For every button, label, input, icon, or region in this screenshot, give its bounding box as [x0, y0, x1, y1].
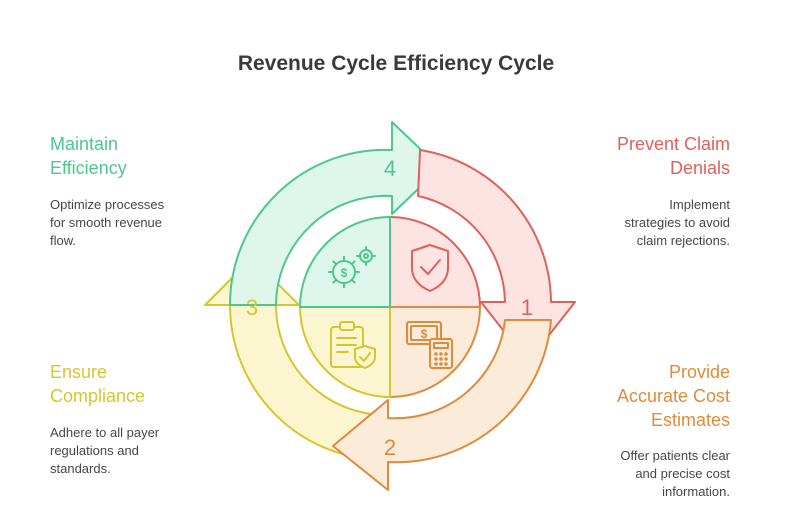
- step-1-heading-line: Prevent Claim: [616, 134, 730, 154]
- step-4-number: 4: [384, 156, 396, 181]
- step-1-description-line: strategies to avoid: [624, 215, 730, 230]
- step-4-heading-line: Efficiency: [50, 158, 127, 178]
- step-4-description-line: flow.: [50, 233, 77, 248]
- svg-text:$: $: [421, 327, 428, 341]
- step-3-heading: Ensure Compliance: [50, 360, 145, 408]
- step-4-description: Optimize processes for smooth revenue fl…: [50, 196, 164, 250]
- step-2-description-line: information.: [662, 484, 730, 499]
- arrow-2: [332, 319, 552, 491]
- step-2-description-line: Offer patients clear: [620, 448, 730, 463]
- step-2-heading-line: Accurate Cost: [616, 386, 730, 406]
- svg-text:$: $: [341, 266, 348, 280]
- step-2-description-line: and precise cost: [635, 466, 730, 481]
- gears-icon: $: [328, 246, 376, 288]
- step-2-heading: Provide Accurate Cost Estimates: [617, 360, 730, 432]
- ring-arrows: [204, 121, 576, 491]
- shield-check-icon: [411, 244, 449, 292]
- arrow-3: [204, 257, 389, 462]
- step-3-heading-line: Compliance: [50, 386, 146, 406]
- step-4-heading: Maintain Efficiency: [50, 132, 127, 180]
- step-3-heading-line: Ensure: [50, 362, 108, 382]
- page-title: Revenue Cycle Efficiency Cycle: [237, 52, 555, 75]
- step-1-description: Implement strategies to avoid claim reje…: [624, 196, 730, 250]
- step-4-description-line: for smooth revenue: [50, 215, 163, 230]
- step-2-heading-line: Estimates: [650, 410, 730, 430]
- step-2-number: 2: [384, 435, 396, 460]
- step-1-description-line: Implement: [669, 197, 730, 212]
- step-2-heading-line: Provide: [668, 362, 730, 382]
- inner-quadrant-1: [389, 215, 482, 308]
- step-4-heading-line: Maintain: [50, 134, 119, 154]
- step-3-description-line: standards.: [50, 461, 111, 476]
- money-calculator-icon: $: [406, 321, 453, 369]
- arrow-1: [417, 149, 576, 363]
- inner-quadrants: [298, 215, 482, 399]
- step-1-number: 1: [521, 295, 533, 320]
- step-1-heading-line: Denials: [669, 158, 730, 178]
- clipboard-shield-icon: [330, 321, 376, 369]
- step-3-description: Adhere to all payer regulations and stan…: [50, 424, 159, 478]
- step-3-description-line: regulations and: [50, 443, 139, 458]
- step-2-description: Offer patients clear and precise cost in…: [620, 447, 730, 501]
- step-3-description-line: Adhere to all payer: [50, 425, 160, 440]
- step-3-number: 3: [246, 295, 258, 320]
- step-4-description-line: Optimize processes: [50, 197, 165, 212]
- arrow-4: [228, 121, 441, 306]
- step-1-description-line: claim rejections.: [636, 233, 730, 248]
- step-1-heading: Prevent Claim Denials: [617, 132, 730, 180]
